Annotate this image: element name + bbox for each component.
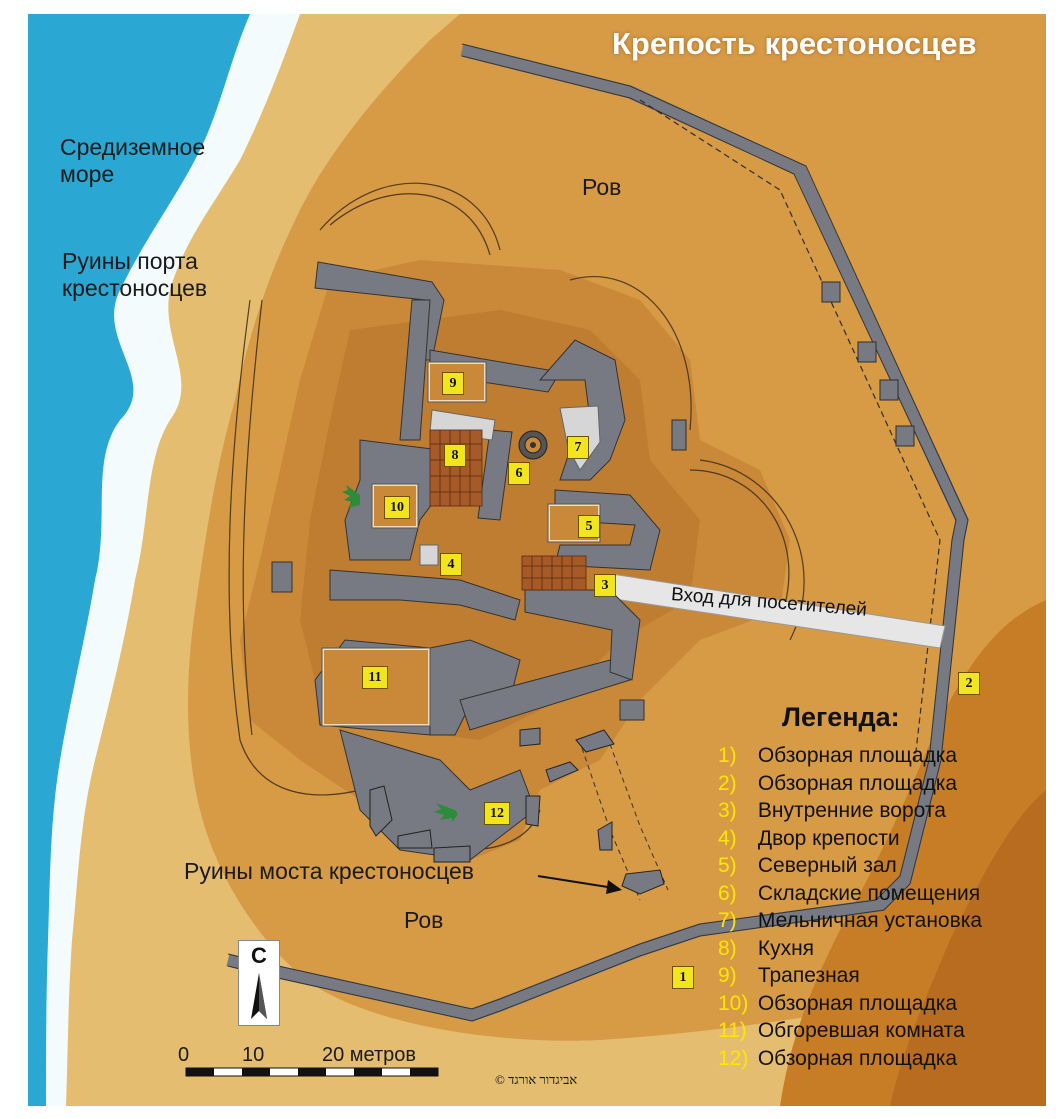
scale-tick-10: 10: [242, 1044, 265, 1066]
outer-wall: [226, 43, 969, 1022]
marker-3: 3: [594, 574, 616, 597]
legend-item: 11) Обгоревшая комната: [718, 1019, 965, 1042]
copyright: © אביגדור אורגד: [495, 1072, 578, 1087]
legend-item: 12) Обзорная площадка: [718, 1046, 958, 1070]
legend-title: Легенда:: [782, 702, 900, 732]
label-moat-north: Ров: [582, 174, 622, 200]
legend-item: 5) Северный зал: [718, 854, 897, 877]
north-arrow-icon: [251, 973, 267, 1019]
legend-item: 7) Мельничная установка: [718, 909, 983, 932]
label-port-ruins: Руины порта крестоносцев: [62, 248, 208, 301]
legend-item: 10) Обзорная площадка: [718, 991, 958, 1015]
label-bridge-ruins: Руины моста крестоносцев: [184, 858, 475, 884]
compass: С: [238, 940, 280, 1026]
marker-12: 12: [484, 802, 510, 825]
marker-11: 11: [362, 666, 388, 689]
marker-9: 9: [442, 372, 464, 395]
marker-4: 4: [440, 553, 462, 576]
legend-item: 8) Кухня: [718, 936, 815, 960]
legend-item: 1) Обзорная площадка: [718, 744, 958, 767]
bridge-pointer-arrow: [537, 875, 622, 894]
marker-6: 6: [508, 462, 530, 485]
scale-tick-20: 20 метров: [322, 1044, 417, 1066]
viewpoint-fan-icon: [342, 485, 458, 822]
marker-5: 5: [578, 515, 600, 538]
kitchen-grid: [429, 429, 483, 507]
marker-10: 10: [384, 496, 410, 519]
marker-1: 1: [672, 966, 694, 989]
inner-gate-grid: [521, 555, 587, 591]
label-sea: Средиземное море: [60, 134, 206, 187]
scale-tick-0: 0: [178, 1044, 190, 1066]
legend-item: 9) Трапезная: [718, 964, 860, 987]
marker-8: 8: [444, 444, 466, 467]
label-moat-south: Ров: [404, 907, 444, 933]
compass-label: С: [251, 943, 267, 968]
legend-item: 3) Внутренние ворота: [718, 799, 946, 822]
legend-item: 6) Складские помещения: [718, 881, 981, 905]
map-title: Крепость крестоносцев: [612, 26, 977, 61]
mill-wheel-icon: [518, 430, 548, 460]
legend-item: 2) Обзорная площадка: [718, 771, 958, 795]
scale-bar: [185, 1067, 439, 1077]
marker-2: 2: [958, 672, 980, 695]
inner-walls: [271, 261, 661, 861]
legend-item: 4) Двор крепости: [718, 826, 900, 850]
marker-7: 7: [567, 436, 589, 459]
legend-list: 1) Обзорная площадка 2) Обзорная площадк…: [718, 742, 982, 1072]
